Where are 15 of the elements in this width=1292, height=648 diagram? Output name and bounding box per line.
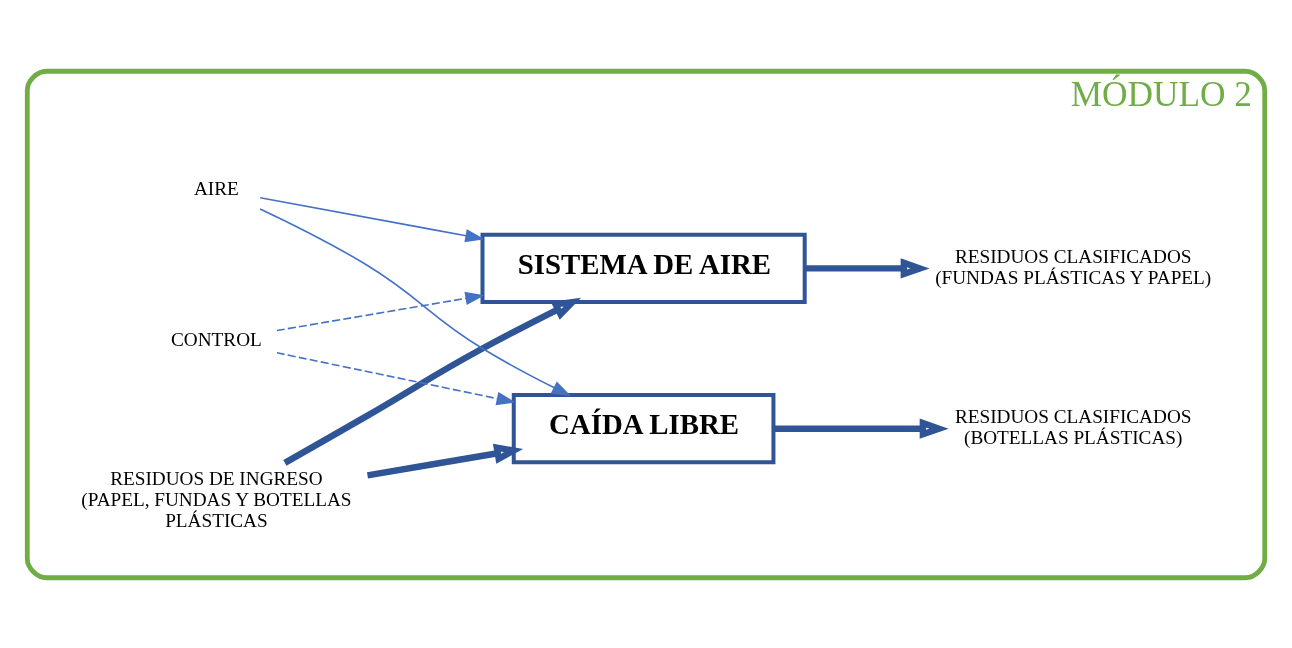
arrow — [259, 207, 571, 396]
node-text: RESIDUOS DE INGRESO (PAPEL, FUNDAS Y BOTELLAS PLÁSTICAS — [81, 467, 352, 531]
node-text: RESIDUOS CLASIFICADOS (BOTELLAS PLÁSTICAS) — [954, 405, 1192, 448]
arrow — [276, 291, 485, 331]
node-text: CONTROL — [171, 328, 262, 349]
node-box: CAÍDA LIBRE — [511, 392, 776, 464]
node-text: RESIDUOS CLASIFICADOS (FUNDAS PLÁSTICAS Y PAPEL) — [935, 245, 1212, 288]
arrow — [259, 196, 485, 242]
node-text: AIRE — [193, 177, 239, 199]
arrow — [276, 351, 516, 405]
node-box: SISTEMA DE AIRE — [480, 232, 807, 304]
arrow — [773, 418, 949, 439]
arrow — [805, 257, 930, 279]
arrow — [283, 297, 582, 466]
arrow — [366, 443, 524, 479]
